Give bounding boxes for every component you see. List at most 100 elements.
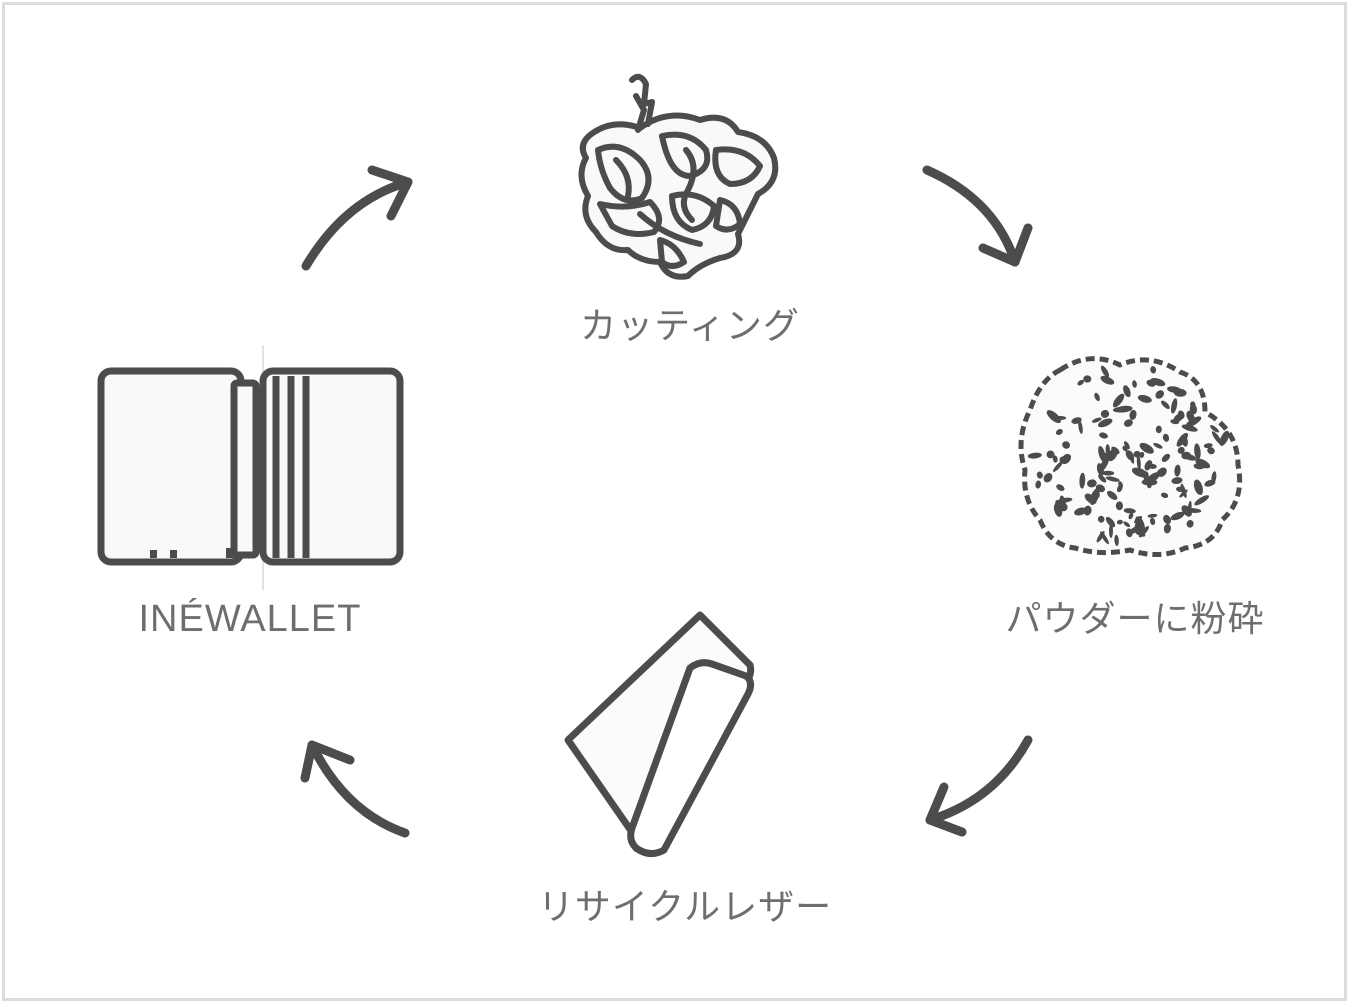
powder-granule: [1105, 444, 1111, 456]
powder-granule: [1150, 517, 1156, 526]
powder-granule: [1053, 461, 1063, 472]
powder-granule: [1148, 463, 1157, 469]
powder-granule: [1100, 365, 1110, 378]
powder-granule: [1102, 470, 1115, 476]
powder-granule: [1062, 441, 1071, 449]
powder-granule: [1027, 452, 1042, 459]
powder-granule: [1211, 471, 1217, 484]
powder-granule: [1115, 501, 1124, 511]
powder-granule: [1194, 495, 1210, 506]
powder-granule: [1077, 379, 1084, 386]
powder-granule: [1100, 409, 1110, 418]
powder-granule: [1193, 479, 1203, 496]
powder-granule: [1046, 450, 1055, 459]
powder-granule: [1123, 419, 1133, 427]
powder-granule: [1116, 485, 1123, 493]
arrow-powder-to-leather: [925, 735, 1033, 837]
powder-granule: [1123, 521, 1130, 528]
powder-granule: [1087, 479, 1097, 488]
powder-pile-icon: [1018, 356, 1243, 557]
step-label-powder: パウダーに粉砕: [1005, 599, 1265, 640]
powder-granule: [1099, 432, 1108, 439]
powder-granule: [1097, 515, 1105, 523]
shredded-scraps-icon: [578, 73, 779, 280]
powder-granule: [1150, 377, 1166, 387]
powder-granule: [1098, 445, 1106, 463]
powder-granule: [1155, 390, 1164, 399]
step-label-wallet: INÉWALLET: [138, 598, 362, 640]
powder-granule: [1167, 386, 1182, 393]
powder-granule: [1125, 450, 1135, 461]
powder-granule: [1180, 483, 1187, 498]
powder-granule: [1109, 524, 1113, 538]
powder-granule: [1036, 471, 1043, 479]
powder-granule: [1043, 473, 1053, 483]
powder-granule: [1162, 433, 1170, 442]
step-label-cutting: カッティング: [580, 306, 800, 347]
arrow-leather-to-wallet: [300, 740, 410, 838]
powder-granule: [1186, 411, 1195, 423]
powder-granule: [1177, 446, 1185, 454]
powder-granule: [1091, 417, 1102, 423]
powder-granule: [1105, 476, 1120, 482]
powder-granule: [1138, 526, 1149, 538]
powder-granule: [1074, 507, 1087, 516]
powder-granule: [1084, 493, 1097, 505]
powder-granule: [1181, 424, 1198, 432]
powder-granule: [1195, 458, 1211, 469]
powder-granule: [1128, 512, 1134, 520]
powder-granule: [1194, 443, 1201, 460]
powder-granule: [1097, 418, 1113, 428]
powder-granule: [1107, 490, 1118, 500]
wallet-icon: [97, 345, 404, 590]
powder-granule: [1170, 419, 1180, 425]
powder-granule: [1052, 455, 1058, 463]
powder-granule: [1137, 394, 1152, 403]
powder-granule: [1112, 393, 1125, 408]
powder-granule: [1150, 366, 1157, 374]
powder-granule: [1122, 445, 1128, 452]
powder-granule: [1171, 477, 1183, 485]
powder-granule: [1203, 443, 1213, 449]
powder-granule: [1189, 404, 1198, 415]
powder-granule: [1096, 463, 1104, 476]
powder-granule: [1116, 519, 1123, 525]
step-label-leather: リサイクルレザー: [537, 887, 833, 928]
powder-granule: [1056, 484, 1065, 491]
powder-granule: [1181, 505, 1192, 517]
powder-granule: [1123, 508, 1136, 514]
powder-granule: [1186, 520, 1194, 528]
powder-granule: [1083, 505, 1092, 516]
powder-granule: [1160, 492, 1169, 499]
powder-granule: [1161, 453, 1171, 462]
powder-granule: [1105, 516, 1116, 528]
powder-granule: [1078, 420, 1083, 434]
powder-granule: [1163, 514, 1172, 525]
powder-granule: [1176, 432, 1188, 447]
powder-granule: [1207, 447, 1215, 455]
powder-granule: [1139, 442, 1154, 454]
powder-granule: [1055, 429, 1063, 435]
powder-granule: [1123, 441, 1130, 450]
powder-granule: [1083, 375, 1092, 383]
powder-granule: [1193, 463, 1205, 470]
powder-granule: [1211, 431, 1223, 446]
powder-granule: [1160, 400, 1170, 410]
arrow-wallet-to-cutting: [301, 165, 413, 271]
powder-granule: [1147, 513, 1158, 518]
powder-granule: [1209, 425, 1220, 433]
powder-granule: [1094, 392, 1100, 402]
powder-granule: [1112, 406, 1131, 413]
powder-granule: [1129, 525, 1142, 534]
powder-granule: [1141, 478, 1158, 486]
arrow-cutting-to-powder: [922, 165, 1033, 267]
powder-granule: [1181, 451, 1192, 460]
powder-granule: [1061, 453, 1072, 465]
powder-granule: [1132, 380, 1137, 388]
powder-granule: [1123, 385, 1131, 398]
powder-granule: [1174, 464, 1181, 477]
powder-granule: [1163, 523, 1171, 534]
powder-granule: [1139, 451, 1145, 458]
powder-granule: [1129, 409, 1137, 420]
